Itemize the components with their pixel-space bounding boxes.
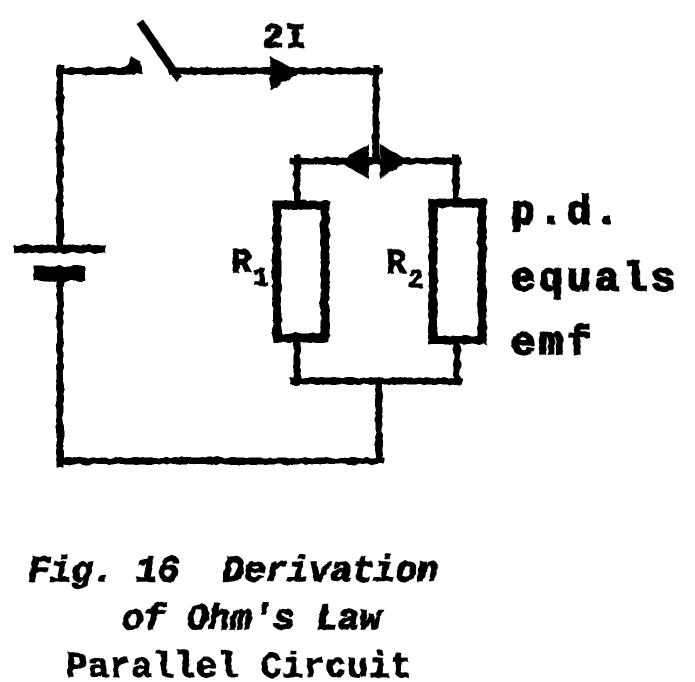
caption-line3: Parallel Circuit [66, 647, 412, 682]
switch-blade [136, 19, 183, 82]
battery-symbol [14, 245, 106, 281]
caption-line1: Fig. 16 Derivation [28, 551, 438, 592]
branch-arrow-right-icon [380, 144, 409, 179]
battery-positive-plate [14, 245, 106, 253]
svg-text:2: 2 [408, 265, 424, 295]
annotation-pd-equals-emf: p.d. equals emf [510, 190, 679, 368]
current-arrow-icon [270, 56, 301, 90]
branch-arrow-left-icon [338, 144, 369, 179]
figure-caption: Fig. 16 Derivation of Ohm's Law Parallel… [27, 550, 439, 682]
current-label: 2I [263, 20, 308, 58]
circuit-wires [56, 64, 463, 468]
svg-text:R: R [231, 245, 252, 283]
switch-symbol [124, 19, 183, 82]
annotation-line-equals: equals [511, 258, 679, 303]
resistor2-box [428, 198, 487, 345]
annotation-line-emf: emf [511, 322, 595, 367]
resistor2-label: R 2 [385, 245, 424, 295]
battery-negative-plate [34, 266, 85, 281]
resistor1-box [272, 200, 330, 343]
switch-contact [124, 56, 143, 74]
resistor1-label: R 1 [230, 244, 269, 293]
caption-line2: of Ohm's Law [122, 599, 384, 640]
annotation-line-pd: p.d. [511, 191, 623, 236]
svg-text:R: R [386, 246, 407, 284]
svg-text:1: 1 [253, 263, 269, 293]
